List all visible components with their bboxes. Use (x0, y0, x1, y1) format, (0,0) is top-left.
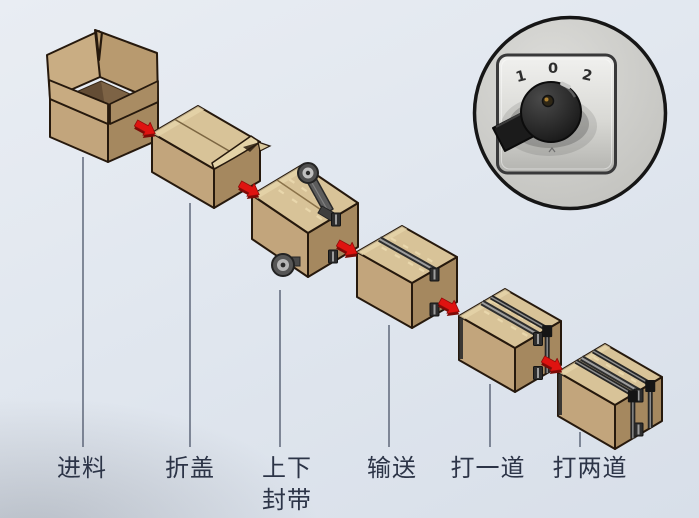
stage-label-strap-one: 打一道 (451, 452, 526, 484)
knob-center-screw (541, 94, 555, 108)
switch-position-label-1: 1 (514, 68, 528, 86)
stage-label-convey: 输送 (367, 452, 417, 484)
tape-applicator-arm (297, 162, 339, 223)
switch-position-label-0: 0 (548, 61, 558, 77)
flow-arrow-icon (540, 355, 563, 375)
stage-label-seal-top-bottom: 上下 封带 (262, 452, 312, 516)
flow-arrow-icon (335, 239, 358, 259)
corner-shadow (0, 397, 319, 518)
box-stage-strap-two (557, 343, 663, 450)
tape-roller-bottom (271, 253, 301, 277)
box-stage-fold-flaps (151, 105, 272, 209)
stage-label-text: 打一道 (450, 454, 526, 482)
stage-label-text: 封带 (262, 486, 312, 514)
box-stage-convey (356, 225, 458, 329)
stage-label-fold-flaps: 折盖 (165, 452, 215, 484)
plate-pointer-mark (548, 147, 556, 153)
flow-arrow-icon (437, 297, 460, 317)
stage-label-text: 进料 (57, 454, 107, 482)
box-stage-feed (46, 29, 159, 163)
leader-lines (82, 157, 581, 447)
stage-label-feed: 进料 (57, 452, 107, 484)
box-stage-seal-top-bottom (251, 162, 359, 278)
box-stage-strap-one (458, 288, 562, 393)
rotary-switch-inset: 1 0 2 (472, 15, 668, 211)
flow-arrow-icon (133, 119, 156, 139)
flow-arrows (133, 119, 563, 375)
stage-label-text: 上下 (262, 454, 312, 482)
switch-knob[interactable] (492, 81, 582, 152)
switch-position-label-2: 2 (580, 67, 593, 85)
knob-indicator-mark (560, 81, 571, 89)
stage-label-strap-two: 打两道 (553, 452, 628, 484)
stage-label-text: 打两道 (552, 454, 628, 482)
stage-label-text: 折盖 (165, 454, 215, 482)
flow-arrow-icon (237, 180, 260, 200)
stage-label-text: 输送 (367, 454, 417, 482)
